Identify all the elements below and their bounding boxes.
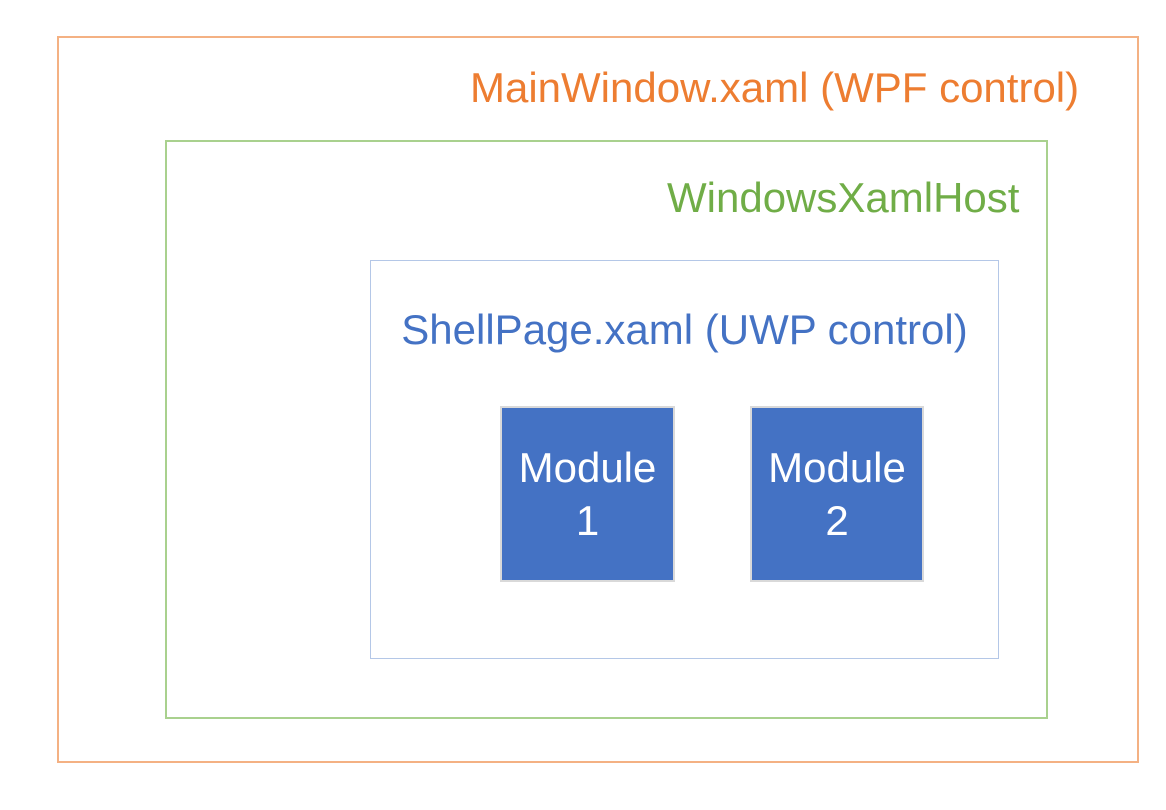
- module-2-label-line-2: 2: [825, 497, 849, 544]
- shellpage-uwp-box: ShellPage.xaml (UWP control) Module 1 Mo…: [370, 260, 999, 659]
- module-1-label-line-2: 1: [575, 497, 600, 544]
- mainwindow-wpf-box: MainWindow.xaml (WPF control) WindowsXam…: [57, 36, 1139, 763]
- mainwindow-wpf-label: MainWindow.xaml (WPF control): [470, 64, 1080, 111]
- module-1-label-line-1: Module: [518, 444, 657, 491]
- module-2-label-line-1: Module: [768, 444, 906, 491]
- windowsxamlhost-label: WindowsXamlHost: [667, 174, 1020, 221]
- module-2-box: Module 2: [750, 406, 924, 582]
- shellpage-uwp-label: ShellPage.xaml (UWP control): [401, 306, 968, 353]
- windowsxamlhost-box: WindowsXamlHost ShellPage.xaml (UWP cont…: [165, 140, 1048, 719]
- module-1-box: Module 1: [500, 406, 675, 582]
